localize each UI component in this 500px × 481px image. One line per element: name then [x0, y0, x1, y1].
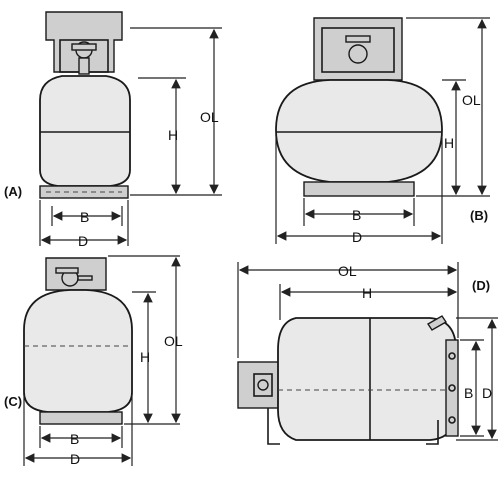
- view-d-ol-label: OL: [338, 263, 357, 279]
- view-d-dimensions: OL H B D (D): [237, 262, 498, 441]
- view-b-b-label: B: [352, 207, 361, 223]
- view-c-b-label: B: [70, 431, 79, 447]
- view-a-tag: (A): [4, 184, 22, 199]
- view-d-valve-icon: [253, 373, 273, 397]
- view-d-body: [277, 317, 457, 441]
- view-d-foot-ring: [445, 339, 459, 437]
- view-c-valve-icon: [55, 267, 93, 287]
- view-c-tag: (C): [4, 394, 22, 409]
- view-b-cylinder: [275, 17, 443, 197]
- view-d-leg-left: [267, 408, 280, 445]
- view-d-b-label: B: [464, 385, 473, 401]
- view-d-fill-valve-icon: [427, 315, 447, 331]
- view-c-cylinder: [23, 257, 133, 425]
- view-a-h-label: H: [168, 127, 178, 143]
- view-b-foot-ring: [303, 181, 415, 197]
- view-b-ol-label: OL: [462, 92, 481, 108]
- view-a-ol-label: OL: [200, 109, 219, 125]
- view-a-valve-icon: [71, 41, 97, 75]
- view-b-valve-icon: [345, 35, 371, 64]
- view-c-body: [23, 289, 133, 413]
- view-c-ol-label: OL: [164, 333, 183, 349]
- view-d-tag: (D): [472, 278, 490, 293]
- view-a-body: [39, 75, 131, 187]
- view-a-b-label: B: [80, 209, 89, 225]
- view-d-h-label: H: [362, 285, 372, 301]
- view-c-foot-ring: [39, 411, 123, 425]
- view-d-d-label: D: [482, 385, 492, 401]
- view-c-h-label: H: [140, 349, 150, 365]
- view-b-h-label: H: [444, 135, 454, 151]
- view-a-dimensions: OL H B D (A): [4, 27, 222, 249]
- view-b-body: [275, 79, 443, 183]
- view-d-leg-right: [426, 420, 439, 445]
- view-d-cylinder: [237, 315, 459, 445]
- view-a-d-label: D: [78, 233, 88, 249]
- view-c-d-label: D: [70, 451, 80, 467]
- view-a-cylinder: [39, 11, 131, 199]
- view-b-collar-window: [321, 27, 395, 73]
- view-b-d-label: D: [352, 229, 362, 245]
- view-b-dimensions: OL H B D (B): [275, 17, 490, 245]
- view-c-dimensions: OL H B D (C): [4, 255, 183, 467]
- view-b-tag: (B): [470, 208, 488, 223]
